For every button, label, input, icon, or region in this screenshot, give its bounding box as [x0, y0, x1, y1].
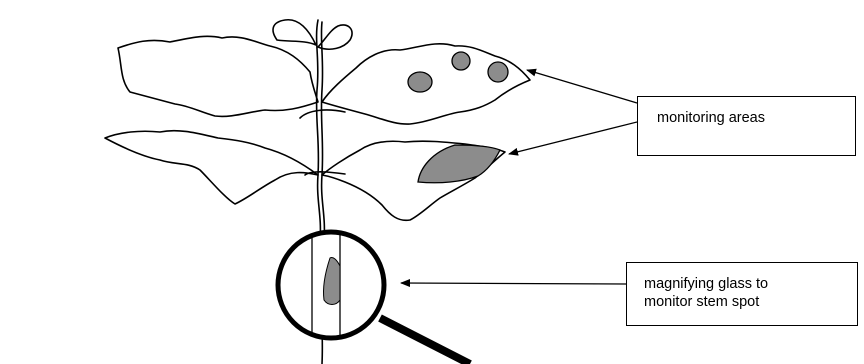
monitoring-spot-small-2 — [488, 62, 508, 82]
magnifying-glass — [278, 232, 470, 364]
arrow-to-lower-spot — [509, 122, 637, 154]
top-right-leaf — [318, 25, 352, 49]
monitoring-spot-large — [408, 72, 432, 92]
arrow-to-magnifier — [401, 283, 626, 284]
magnifying-glass-handle — [380, 318, 470, 364]
monitoring-areas-label: monitoring areas — [657, 109, 855, 127]
monitoring-spot-leaf — [418, 145, 500, 183]
arrow-to-upper-spots — [527, 70, 637, 103]
plant-stem-second-line — [321, 22, 324, 240]
magnifying-glass-label-line2: monitor stem spot — [644, 293, 857, 311]
monitoring-areas-callout: monitoring areas — [637, 96, 856, 156]
upper-left-leaf — [118, 36, 318, 116]
magnifying-glass-label-line1: magnifying glass to — [644, 275, 857, 293]
lower-left-leaf — [105, 131, 318, 204]
upper-leaf-join — [300, 110, 345, 118]
monitoring-spot-small-1 — [452, 52, 470, 70]
top-left-leaf — [273, 20, 316, 45]
magnifying-glass-callout: magnifying glass to monitor stem spot — [626, 262, 858, 326]
